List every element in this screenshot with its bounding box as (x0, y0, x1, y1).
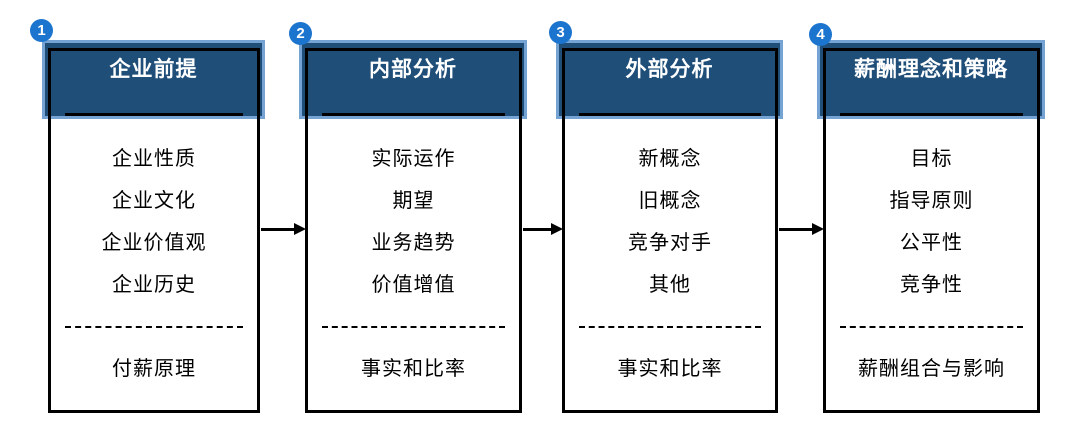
dashed-divider (322, 326, 505, 328)
stage-item: 业务趋势 (371, 232, 456, 254)
dashed-divider (579, 326, 761, 328)
stage-item: 指导原则 (889, 190, 974, 212)
stage-item: 新概念 (638, 148, 702, 170)
stage-4-body-box (823, 48, 1040, 413)
stage-4-number-badge: 4 (809, 23, 832, 46)
stage-footer-item: 事实和比率 (361, 358, 466, 380)
dashed-divider (840, 326, 1023, 328)
stage-4-items: 目标 指导原则 公平性 竞争性 薪酬组合与影响 (823, 138, 1040, 390)
stage-2-header: 内部分析 (299, 40, 527, 119)
stage-item: 企业性质 (112, 148, 196, 170)
stage-item: 期望 (392, 190, 435, 212)
stage-3-number-badge: 3 (549, 21, 572, 44)
stage-item: 旧概念 (638, 190, 702, 212)
stage-1-header-rule (65, 113, 243, 116)
stage-2-body-box (305, 48, 522, 413)
stage-1-header: 企业前提 (42, 40, 265, 119)
stage-item: 企业历史 (112, 274, 196, 296)
stage-3-header: 外部分析 (556, 40, 783, 119)
stage-2-header-rule (322, 113, 505, 116)
stage-item: 实际运作 (371, 148, 456, 170)
stage-footer-item: 事实和比率 (617, 358, 723, 380)
stage-footer-item: 付薪原理 (112, 358, 196, 380)
stage-footer-item: 薪酬组合与影响 (858, 358, 1005, 380)
dashed-divider (64, 326, 244, 328)
arrow-right-icon (523, 223, 563, 235)
stage-4-header-rule (840, 113, 1023, 116)
stage-item: 企业价值观 (101, 232, 207, 254)
stage-item: 竞争性 (900, 274, 963, 296)
stage-item: 目标 (910, 148, 953, 170)
stage-4-header: 薪酬理念和策略 (817, 40, 1045, 119)
stage-2-items: 实际运作 期望 业务趋势 价值增值 事实和比率 (305, 138, 522, 390)
stage-1-items: 企业性质 企业文化 企业价值观 企业历史 付薪原理 (48, 138, 260, 390)
stage-item: 公平性 (900, 232, 963, 254)
stage-item: 企业文化 (112, 190, 196, 212)
stage-item: 价值增值 (371, 274, 456, 296)
stage-2-number-badge: 2 (289, 22, 312, 45)
stage-3-items: 新概念 旧概念 竞争对手 其他 事实和比率 (562, 138, 778, 390)
stage-1-number-badge: 1 (30, 19, 53, 42)
arrow-right-icon (779, 223, 824, 235)
stage-3-body-box (562, 48, 778, 413)
stage-1-body-box (48, 48, 260, 413)
stage-item: 竞争对手 (628, 232, 712, 254)
stage-3-header-rule (579, 113, 761, 116)
arrow-right-icon (261, 223, 306, 235)
stage-item: 其他 (649, 274, 691, 296)
